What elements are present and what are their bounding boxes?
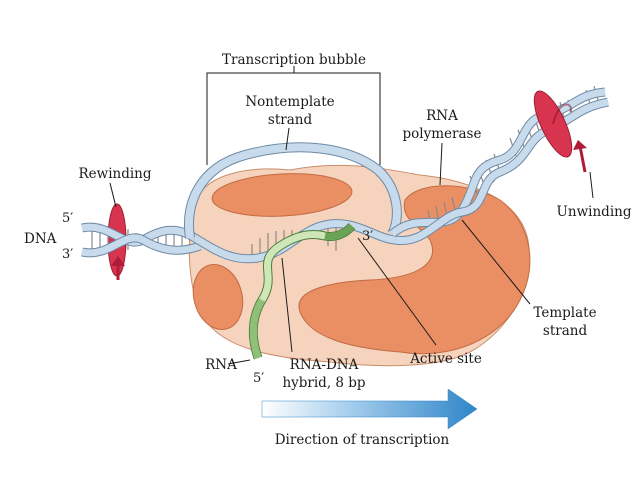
template-label-line1: Template [533, 305, 596, 321]
rnap-label-line2: polymerase [403, 126, 482, 142]
direction-arrow-icon [261, 388, 478, 430]
rna-strand [248, 222, 356, 360]
hybrid-label-line1: RNA-DNA [290, 357, 359, 373]
direction-label: Direction of transcription [275, 432, 450, 448]
nontemplate-strand [184, 142, 402, 239]
template-label-line2: strand [543, 323, 588, 339]
nontemplate-label-line1: Nontemplate [245, 94, 334, 110]
rnap-label-line1: RNA [426, 108, 458, 124]
rna-polymerase-lobe-top [211, 173, 353, 217]
active-site-leader [357, 237, 437, 346]
three-prime-rna-label: 3′ [362, 229, 373, 244]
five-prime-rna-label: 5′ [253, 371, 264, 386]
bubble-label: Transcription bubble [222, 52, 366, 68]
rotation-arrow-icon [111, 256, 125, 280]
polymerase-leader [439, 142, 443, 186]
rewinding-label: Rewinding [78, 166, 151, 182]
unwinding-label: Unwinding [557, 204, 632, 220]
dna-label: DNA [24, 231, 57, 247]
template-leader [461, 219, 531, 305]
unwinding-disc [533, 90, 573, 158]
rotation-arrow-icon [573, 140, 587, 173]
rna-label: RNA [205, 357, 237, 373]
five-prime-left-label: 5′ [62, 211, 73, 226]
dna-helix-right [389, 85, 609, 246]
rna-leader [227, 359, 251, 365]
dna-helix-left [81, 222, 202, 258]
active-site-label: Active site [409, 351, 482, 367]
nontemplate-leader [285, 127, 290, 151]
nontemplate-label-line2: strand [268, 112, 313, 128]
unwinding-leader [589, 171, 594, 199]
rewinding-leader [109, 182, 117, 208]
hybrid-label-line2: hybrid, 8 bp [282, 375, 365, 391]
hybrid-leader [281, 257, 293, 353]
rna-polymerase-lobe-right [298, 185, 531, 355]
rna-polymerase-lobe-left [192, 264, 244, 330]
three-prime-left-label: 3′ [62, 247, 73, 262]
